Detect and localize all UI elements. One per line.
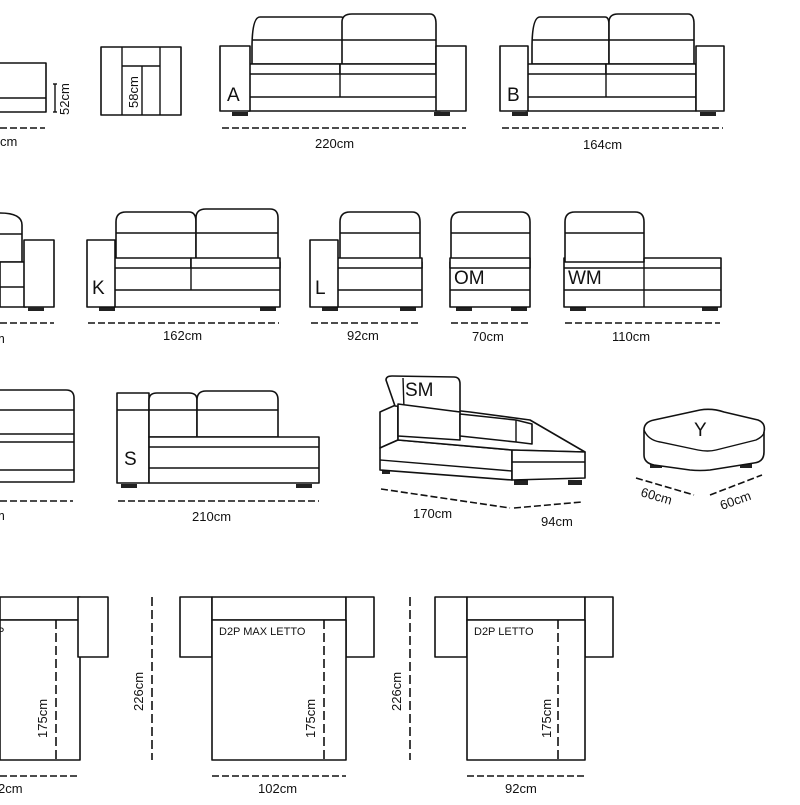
module-y-depth: 60cm [718,488,753,513]
module-k-width: 162cm [163,328,202,343]
module-sm-depth: 94cm [541,514,573,529]
bed-max-depth: 175cm [303,699,318,738]
module-a: A 220cm [219,13,467,151]
partial-height-label: 52cm [57,83,72,115]
partial-sofa-row2: m [0,212,55,346]
module-a-letter: A [227,85,240,106]
module-l-letter: L [315,278,326,299]
module-b-letter: B [507,85,520,106]
module-k-letter: K [92,278,105,299]
bed-letto-depth: 175cm [539,699,554,738]
module-sm: SM 170cm 94cm [379,375,586,529]
partial-bed-depth: 175cm [35,699,50,738]
module-om: OM 70cm [449,211,531,344]
module-s-letter: S [124,449,137,470]
module-s: S 210cm [116,390,320,524]
module-l-width: 92cm [347,328,379,343]
module-y-letter: Y [694,420,707,441]
partial-row2-width: m [0,331,5,346]
module-sm-length: 170cm [413,506,452,521]
module-wm-letter: WM [568,268,602,289]
armchair-height-label: 58cm [126,76,141,108]
bed-max-letto: D2P MAX LETTO 175cm 102cm [179,596,375,796]
armchair-front-view: 58cm [100,46,182,116]
partial-bed: P 175cm 2cm [0,596,109,796]
partial-width-label: cm [0,134,17,149]
bed-letto: D2P LETTO 175cm 92cm [434,596,614,796]
module-om-letter: OM [454,268,485,289]
bed-letto-length: 226cm [389,672,404,711]
partial-bed-width: 2cm [0,781,23,796]
bed-max-length: 226cm [131,672,146,711]
bed-max-width: 102cm [258,781,297,796]
module-k: K 162cm [86,208,281,343]
module-om-width: 70cm [472,329,504,344]
partial-bed-label: P [0,626,4,638]
module-b: B 164cm [499,13,725,152]
module-b-width: 164cm [583,137,622,152]
module-a-width: 220cm [315,136,354,151]
module-s-width: 210cm [192,509,231,524]
partial-row3-width: m [0,508,5,523]
bed-letto-label: D2P LETTO [474,626,534,638]
bed-max-label: D2P MAX LETTO [219,626,306,638]
module-wm: WM 110cm [563,211,722,344]
bed-letto-width: 92cm [505,781,537,796]
module-wm-width: 110cm [612,329,650,344]
partial-sofa-row3: m [0,389,75,523]
module-sm-letter: SM [405,380,434,401]
module-l: L 92cm [309,211,423,343]
module-y: Y 60cm 60cm [635,408,766,513]
partial-sofa-row1: cm 52cm [0,62,72,149]
